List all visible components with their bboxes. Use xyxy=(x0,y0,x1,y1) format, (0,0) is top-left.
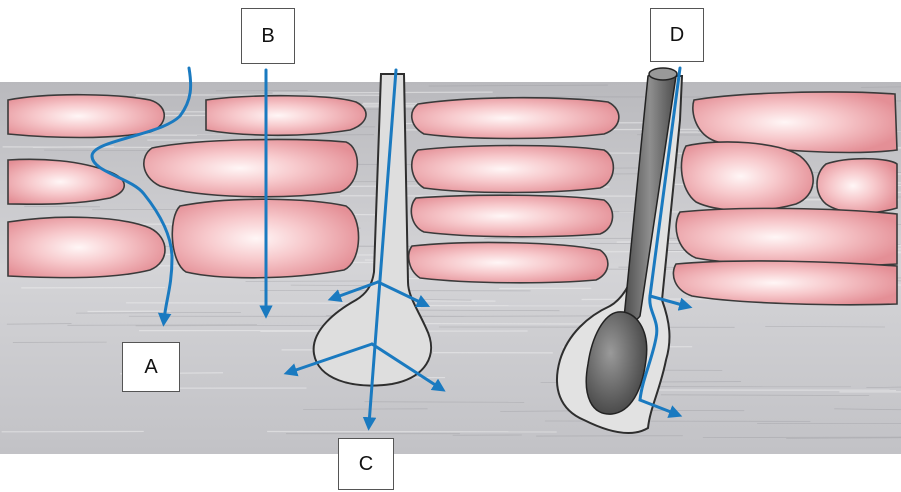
label-c: C xyxy=(338,438,394,490)
cell xyxy=(676,208,897,266)
label-d: D xyxy=(650,8,704,62)
hair-cap xyxy=(649,68,677,80)
label-a: A xyxy=(122,342,180,392)
label-b: B xyxy=(241,8,295,64)
cell xyxy=(412,98,619,139)
cell xyxy=(8,217,165,277)
cell xyxy=(673,261,897,305)
cell xyxy=(206,96,366,136)
cell xyxy=(817,159,897,213)
cell xyxy=(412,146,614,193)
skin-fiber xyxy=(861,87,901,88)
cell xyxy=(411,195,612,237)
cell xyxy=(681,142,813,211)
cell xyxy=(409,243,608,283)
cell xyxy=(8,95,164,138)
cell xyxy=(144,140,358,197)
skin-fiber xyxy=(303,409,427,410)
